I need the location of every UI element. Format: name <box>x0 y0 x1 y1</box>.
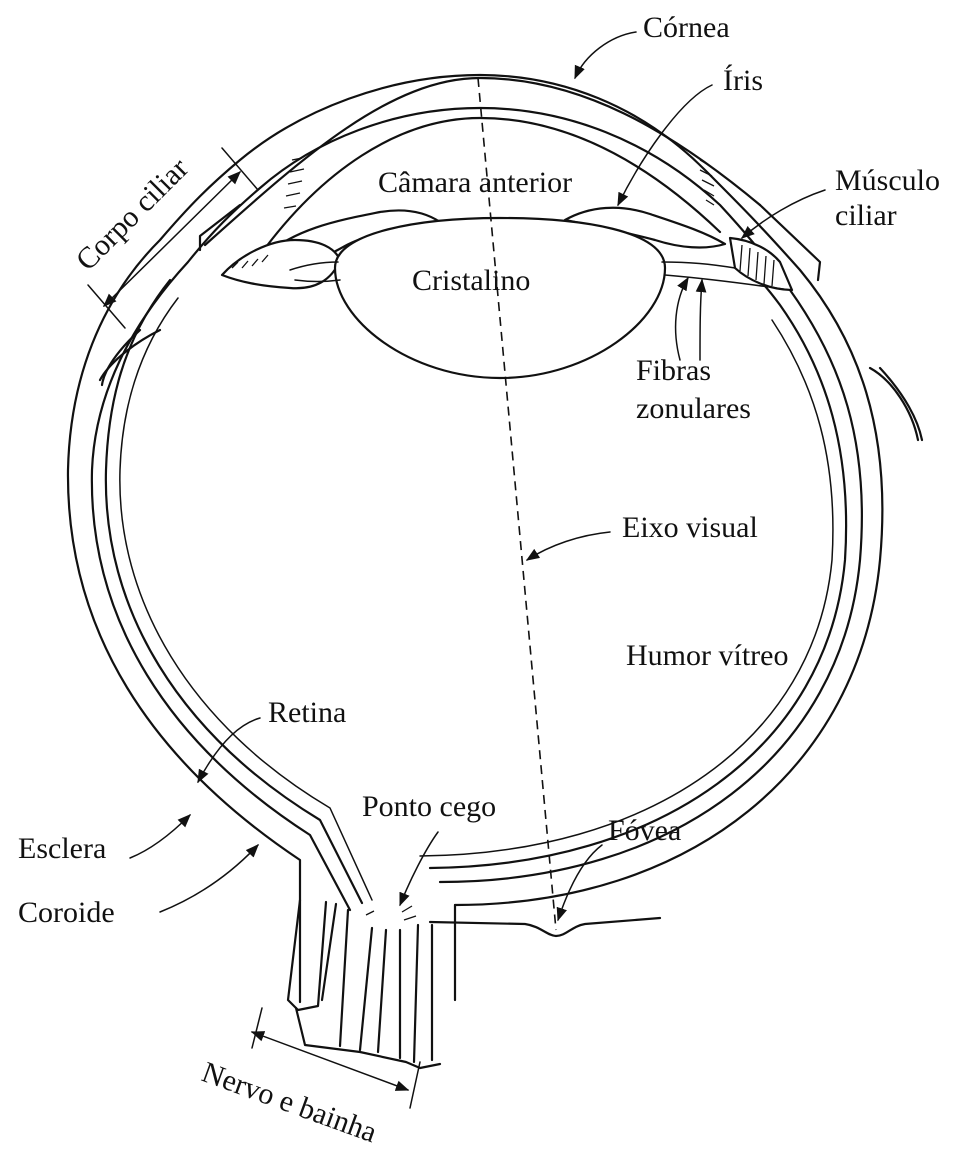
sclera-outer <box>68 75 882 1002</box>
label-choroid: Coroide <box>18 896 115 929</box>
label-ciliary-muscle-2: ciliar <box>835 199 897 232</box>
eyeball <box>68 75 922 1068</box>
label-zonular-fibers-1: Fibras <box>636 354 711 387</box>
annotations: Córnea Íris Músculo ciliar Câmara anteri… <box>18 11 940 1149</box>
label-vitreous-humor: Humor vítreo <box>626 639 788 672</box>
optic-nerve <box>288 900 455 1068</box>
label-fovea: Fóvea <box>608 814 681 847</box>
label-lens: Cristalino <box>412 264 530 297</box>
label-zonular-fibers-2: zonulares <box>636 392 751 425</box>
label-retina: Retina <box>268 696 346 729</box>
fovea-pit <box>430 918 660 936</box>
label-iris: Íris <box>723 64 763 97</box>
label-blind-spot: Ponto cego <box>362 790 496 823</box>
label-ciliary-muscle-1: Músculo <box>835 164 940 197</box>
lens <box>335 218 665 378</box>
label-anterior-chamber: Câmara anterior <box>378 166 572 199</box>
label-sclera: Esclera <box>18 832 106 865</box>
label-ciliary-body: Corpo ciliar <box>70 152 195 277</box>
label-visual-axis: Eixo visual <box>622 511 758 544</box>
ciliary-muscle-right <box>730 238 792 290</box>
label-cornea: Córnea <box>643 11 730 44</box>
